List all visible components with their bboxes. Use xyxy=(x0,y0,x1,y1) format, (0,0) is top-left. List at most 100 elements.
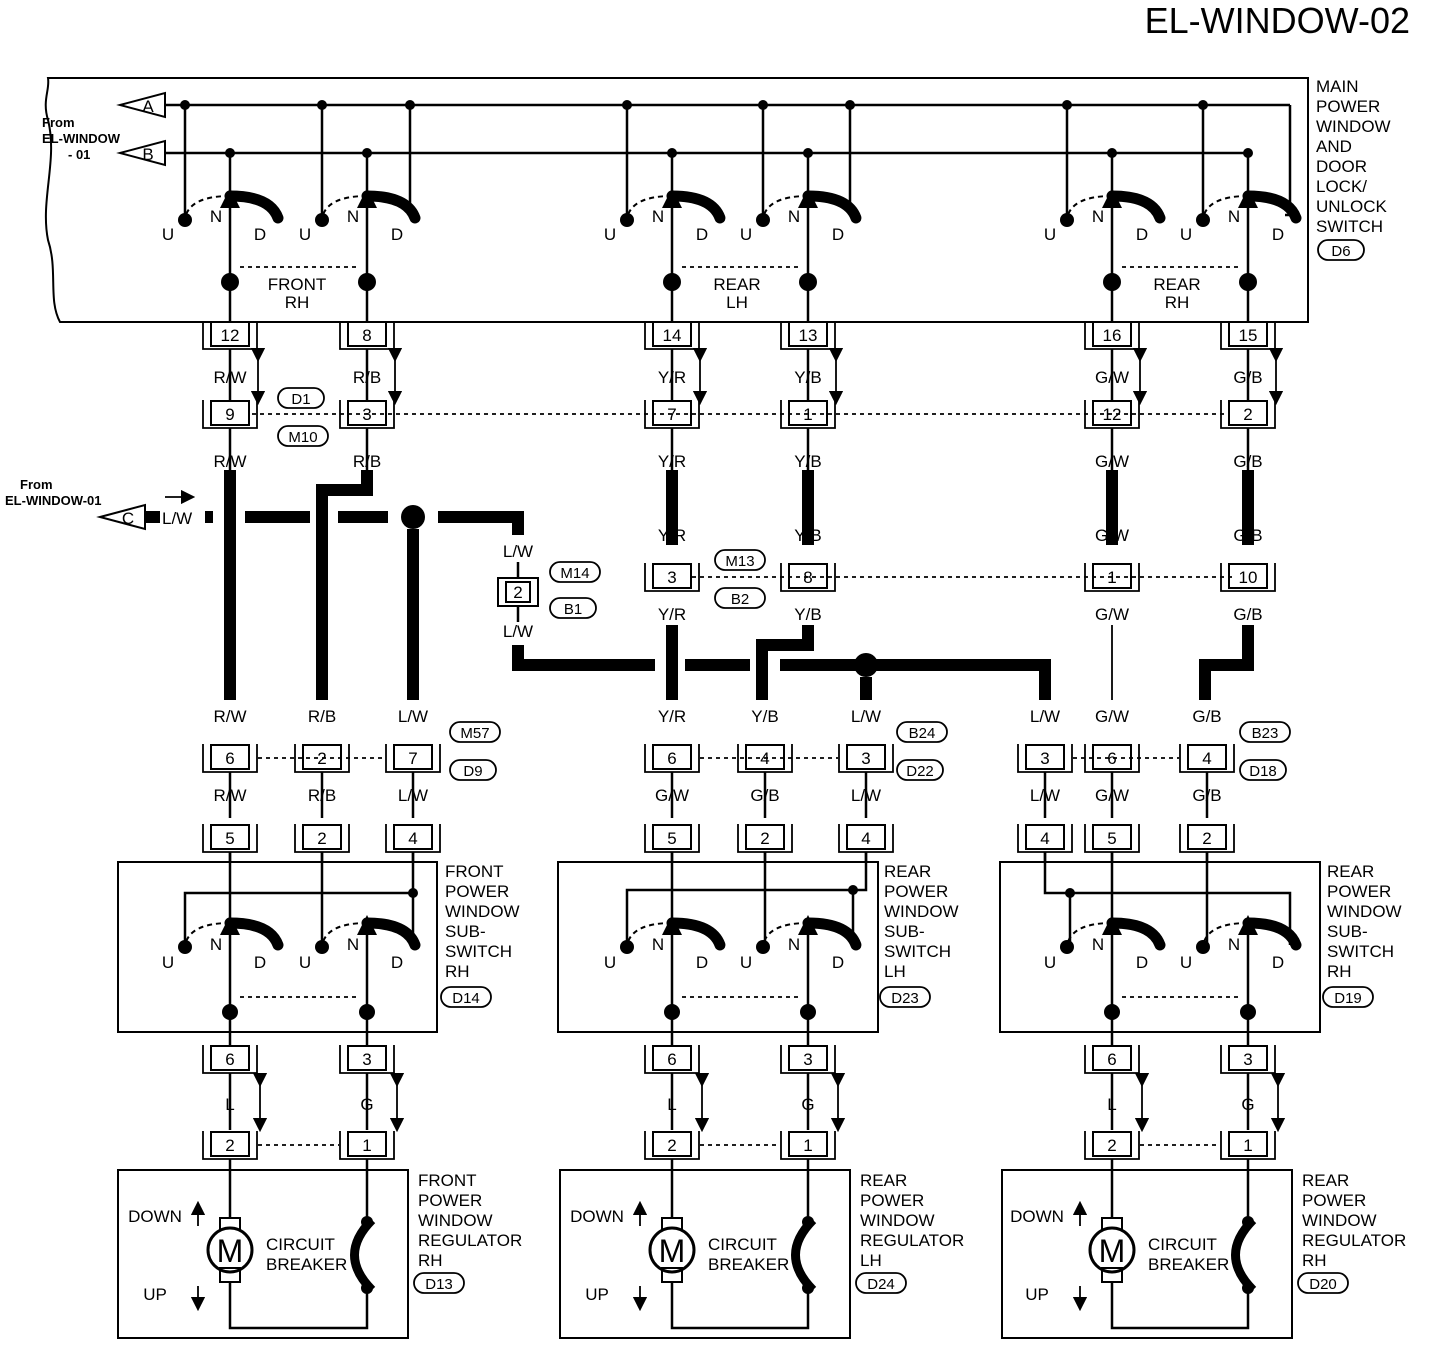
pin-number: 3 xyxy=(1040,749,1049,768)
switch-u: U xyxy=(604,225,616,244)
svg-text:RH: RH xyxy=(285,293,310,312)
switch-d: D xyxy=(1136,225,1148,244)
switch-d: D xyxy=(1136,953,1148,972)
source-c: From EL-WINDOW-01 C L/W xyxy=(5,477,196,531)
regulator-name: RH xyxy=(1302,1251,1327,1270)
wire-color: Y/R xyxy=(658,368,686,387)
sub-switch-connector: D19 xyxy=(1334,990,1362,1007)
pin-number: 6 xyxy=(225,749,234,768)
switch-d: D xyxy=(254,225,266,244)
sub-switch-name: POWER xyxy=(445,882,509,901)
wire-color: Y/B xyxy=(794,605,821,624)
sub-out-pin: 6 xyxy=(1084,1045,1140,1074)
door-connector-pin: 6 xyxy=(644,744,700,773)
sub-switch-pin: 2 xyxy=(1179,824,1235,853)
svg-text:DOOR: DOOR xyxy=(1316,157,1367,176)
switch-u: U xyxy=(1180,953,1192,972)
switch-d: D xyxy=(832,953,844,972)
sub-switch-name: WINDOW xyxy=(445,902,520,921)
sub-switch-name: RH xyxy=(445,962,470,981)
pin-number: 3 xyxy=(667,568,676,587)
connector-label: D22 xyxy=(906,763,934,780)
wire-color: G/W xyxy=(1095,368,1129,387)
switch-n: N xyxy=(347,935,359,954)
switch-u: U xyxy=(299,225,311,244)
sub-switch-name: POWER xyxy=(884,882,948,901)
wire-color: L xyxy=(667,1095,676,1114)
regulator-name: WINDOW xyxy=(418,1211,493,1230)
pin-number: 7 xyxy=(408,749,417,768)
regulator-connector: D24 xyxy=(867,1276,895,1293)
switch-u: U xyxy=(162,225,174,244)
up-label: UP xyxy=(143,1285,167,1304)
svg-text:L/W: L/W xyxy=(503,542,533,561)
switch-n: N xyxy=(210,207,222,226)
pin-number: 9 xyxy=(225,405,234,424)
pin-number: 6 xyxy=(1107,1050,1116,1069)
sub-switch-name: RH xyxy=(1327,962,1352,981)
connector-label: M57 xyxy=(460,725,489,742)
pin-number: 6 xyxy=(667,749,676,768)
wire-color: G/B xyxy=(1192,786,1221,805)
svg-text:WINDOW: WINDOW xyxy=(1316,117,1391,136)
regulator-name: FRONT xyxy=(418,1171,477,1190)
sub-switch-name: SWITCH xyxy=(884,942,951,961)
pin-number: 2 xyxy=(667,1136,676,1155)
switch-n: N xyxy=(1092,935,1104,954)
wire-color: Y/R xyxy=(658,526,686,545)
regulator-name: POWER xyxy=(1302,1191,1366,1210)
wire-color: Y/R xyxy=(658,707,686,726)
d1-m10-labels: D1 M10 xyxy=(277,387,329,447)
sub-out-pin: 6 xyxy=(202,1045,258,1074)
arrow-a-label: A xyxy=(142,97,154,116)
switch-u: U xyxy=(740,225,752,244)
pin-number: 3 xyxy=(1243,1050,1252,1069)
switch-d: D xyxy=(1272,953,1284,972)
svg-text:SWITCH: SWITCH xyxy=(1316,217,1383,236)
svg-text:M10: M10 xyxy=(288,429,317,446)
d1-m10-pin: 2 xyxy=(1220,400,1276,429)
regulator-connector: D20 xyxy=(1309,1276,1337,1293)
pin-number: 3 xyxy=(803,1050,812,1069)
svg-text:B2: B2 xyxy=(731,591,749,608)
svg-text:L/W: L/W xyxy=(162,509,192,528)
door-connector-pin: 4 xyxy=(1179,744,1235,773)
wire-color: G/W xyxy=(1095,452,1129,471)
regulator-name: REAR xyxy=(1302,1171,1349,1190)
d6-pin: 13 xyxy=(780,321,836,350)
motor-label: M xyxy=(659,1233,686,1269)
wire-color: R/B xyxy=(353,452,381,471)
sub-switch-name: SUB- xyxy=(884,922,925,941)
arrow-b-label: B xyxy=(142,145,153,164)
pin-number: 2 xyxy=(1107,1136,1116,1155)
sub-switch-pin: 4 xyxy=(1017,824,1073,853)
down-label: DOWN xyxy=(1010,1207,1064,1226)
door-connector-pin: 6 xyxy=(202,744,258,773)
sub-switch-connector: D14 xyxy=(452,990,480,1007)
sub-switch-pin: 5 xyxy=(644,824,700,853)
pin-number: 2 xyxy=(317,829,326,848)
switch-n: N xyxy=(210,935,222,954)
switch-d: D xyxy=(391,953,403,972)
svg-text:MAIN: MAIN xyxy=(1316,77,1359,96)
svg-text:REAR: REAR xyxy=(713,275,760,294)
breaker-label: BREAKER xyxy=(1148,1255,1229,1274)
d6-pin: 14 xyxy=(644,321,700,350)
svg-text:LH: LH xyxy=(726,293,748,312)
svg-text:EL-WINDOW-01: EL-WINDOW-01 xyxy=(5,493,102,508)
main-switch-box xyxy=(44,77,1309,323)
m13-b2-pin: 3 xyxy=(644,563,700,592)
sub-switch-name: SUB- xyxy=(445,922,486,941)
up-label: UP xyxy=(1025,1285,1049,1304)
sub-switch-connector: D23 xyxy=(891,990,919,1007)
pin-number: 6 xyxy=(225,1050,234,1069)
wire-color: G/W xyxy=(1095,605,1129,624)
pin-number: 2 xyxy=(225,1136,234,1155)
pin-number: 10 xyxy=(1239,568,1258,587)
sub-switch-pin: 4 xyxy=(838,824,894,853)
switch-d: D xyxy=(696,225,708,244)
pin-number: 4 xyxy=(861,829,870,848)
